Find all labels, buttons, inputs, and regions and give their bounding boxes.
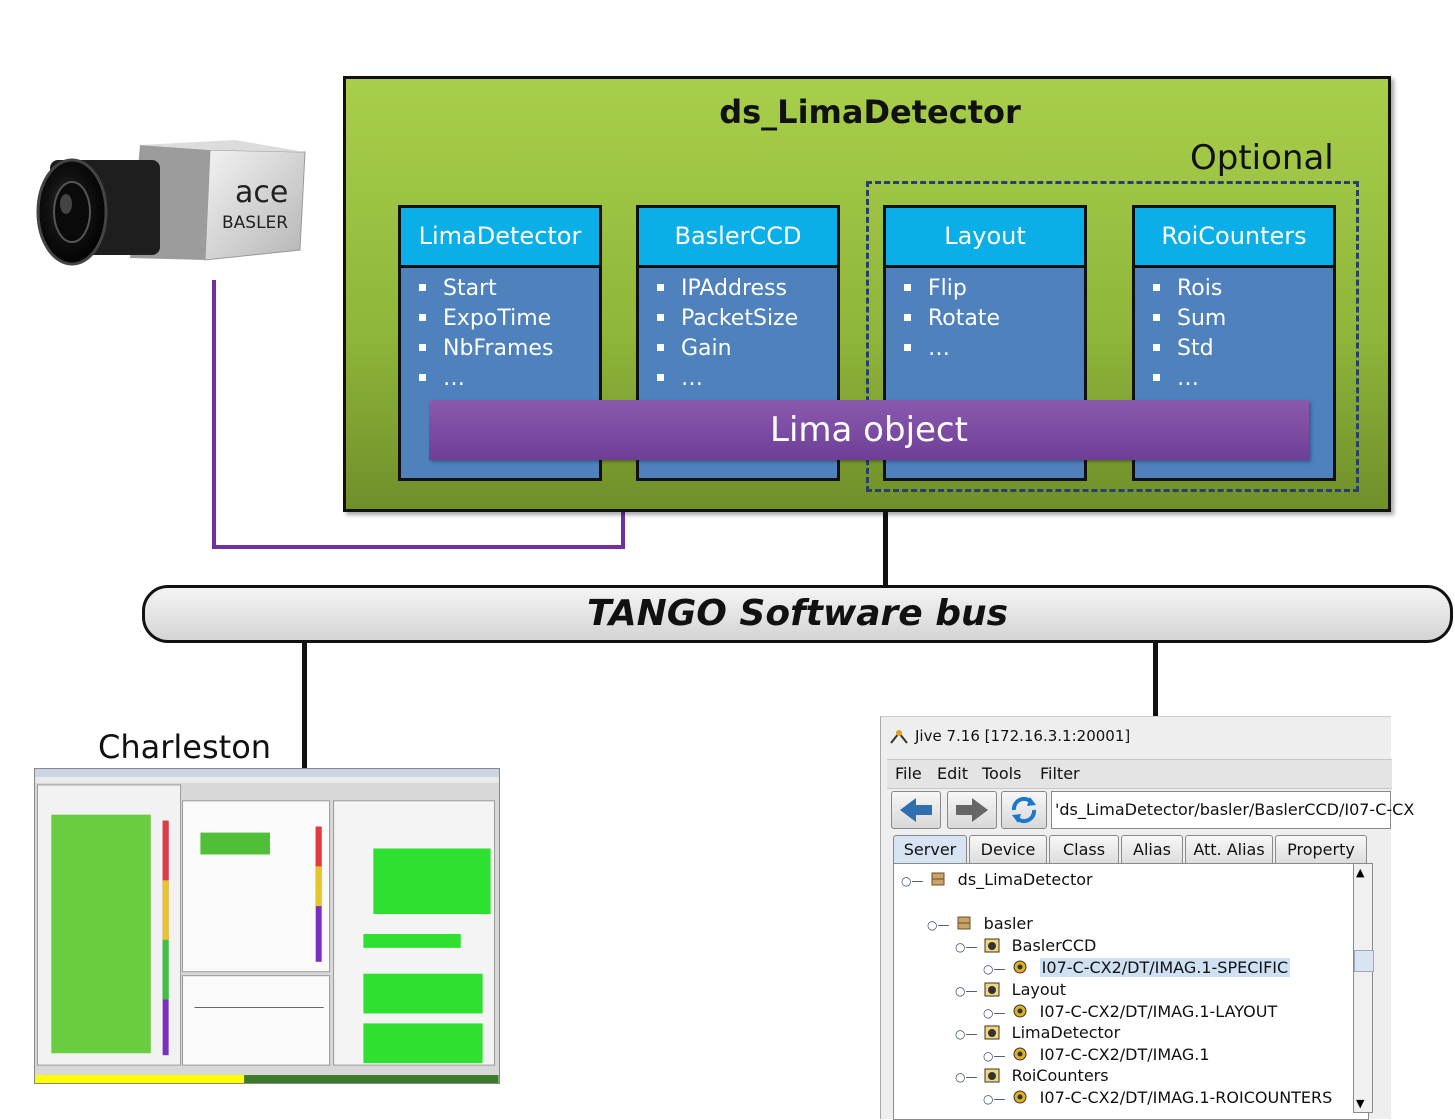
menu-edit[interactable]: Edit [937,764,968,783]
card-title: BaslerCCD [639,208,837,268]
menu-filter[interactable]: Filter [1040,764,1080,783]
card-item: Gain [651,334,798,364]
server-bus-connector [883,512,888,586]
card-item: Start [413,274,553,304]
device-path-field[interactable]: 'ds_LimaDetector/basler/BaslerCCD/I07-C-… [1051,791,1414,829]
tree-row[interactable]: ○— BaslerCCD [955,936,1097,955]
class-icon [984,938,1000,953]
back-button[interactable] [891,791,941,829]
jive-window-title: Jive 7.16 [172.16.3.1:20001] [915,727,1131,745]
tab-property[interactable]: Property [1275,835,1367,863]
camera-brand-text: BASLER [222,213,288,233]
card-item: Flip [898,274,1000,304]
card-item: ExpoTime [413,304,553,334]
server-icon [931,872,945,886]
arrow-right-icon [956,798,988,822]
server-tree [893,863,1369,1120]
charleston-label: Charleston [98,728,272,766]
jive-logo-icon [889,729,909,745]
tree-row[interactable]: ○— Layout [955,980,1067,999]
card-title: Layout [886,208,1084,268]
device-icon [1013,960,1027,974]
scroll-up-icon[interactable]: ▲ [1356,866,1365,879]
menu-file[interactable]: File [895,764,922,783]
basler-camera-image: ace BASLER [36,140,306,266]
menu-tools[interactable]: Tools [982,764,1022,783]
server-icon [957,916,971,930]
card-item: Rotate [898,304,1000,334]
ds-lima-detector-title: ds_LimaDetector [719,93,1021,131]
tree-row[interactable]: ○— I07-C-CX2/DT/IMAG.1 [983,1045,1210,1064]
tab-att-alias[interactable]: Att. Alias [1185,835,1273,863]
tree-row[interactable]: ○— LimaDetector [955,1023,1121,1042]
card-item: PacketSize [651,304,798,334]
jive-window: Jive 7.16 [172.16.3.1:20001] File Edit T… [880,716,1414,1120]
class-icon [984,1068,1000,1083]
card-title: LimaDetector [401,208,599,268]
charleston-screenshot [34,768,500,1084]
tree-row[interactable]: ○— ds_LimaDetector [901,870,1093,889]
refresh-button[interactable] [1001,791,1047,829]
jive-bus-connector [1153,643,1158,717]
lima-object-bar: Lima object [429,400,1309,460]
refresh-icon [1011,796,1037,824]
tab-alias[interactable]: Alias [1121,835,1183,863]
charleston-bus-connector [302,643,307,769]
tab-server[interactable]: Server [893,835,967,863]
tab-device[interactable]: Device [969,835,1047,863]
device-icon [1013,1004,1027,1018]
optional-label: Optional [1190,138,1334,178]
card-item: … [1147,364,1226,394]
camera-model-text: ace [235,175,288,210]
card-item: Sum [1147,304,1226,334]
tree-row[interactable]: ○— I07-C-CX2/DT/IMAG.1-LAYOUT [983,1002,1278,1021]
card-item: … [651,364,798,394]
class-icon [984,982,1000,997]
card-item: NbFrames [413,334,553,364]
tango-software-bus: TANGO Software bus [142,585,1453,643]
card-item: … [413,364,553,394]
device-icon [1013,1047,1027,1061]
card-item: Rois [1147,274,1226,304]
scroll-thumb[interactable] [1354,950,1374,972]
arrow-left-icon [900,798,932,822]
card-title: RoiCounters [1135,208,1333,268]
tree-row[interactable]: ○— RoiCounters [955,1066,1109,1085]
tree-scrollbar[interactable]: ▲ ▼ [1353,863,1374,1113]
scroll-down-icon[interactable]: ▼ [1356,1097,1365,1110]
device-icon [1013,1090,1027,1104]
tab-class[interactable]: Class [1049,835,1119,863]
class-icon [984,1025,1000,1040]
card-item: Std [1147,334,1226,364]
tree-row-selected[interactable]: ○— I07-C-CX2/DT/IMAG.1-SPECIFIC [983,958,1291,977]
card-item: IPAddress [651,274,798,304]
card-item: … [898,334,1000,364]
forward-button[interactable] [947,791,997,829]
tree-row[interactable]: ○— I07-C-CX2/DT/IMAG.1-ROICOUNTERS [983,1088,1333,1107]
tree-row[interactable]: ○— basler [927,914,1033,933]
jive-menubar: File Edit Tools Filter [887,759,1392,789]
optional-group-box [866,181,1359,492]
